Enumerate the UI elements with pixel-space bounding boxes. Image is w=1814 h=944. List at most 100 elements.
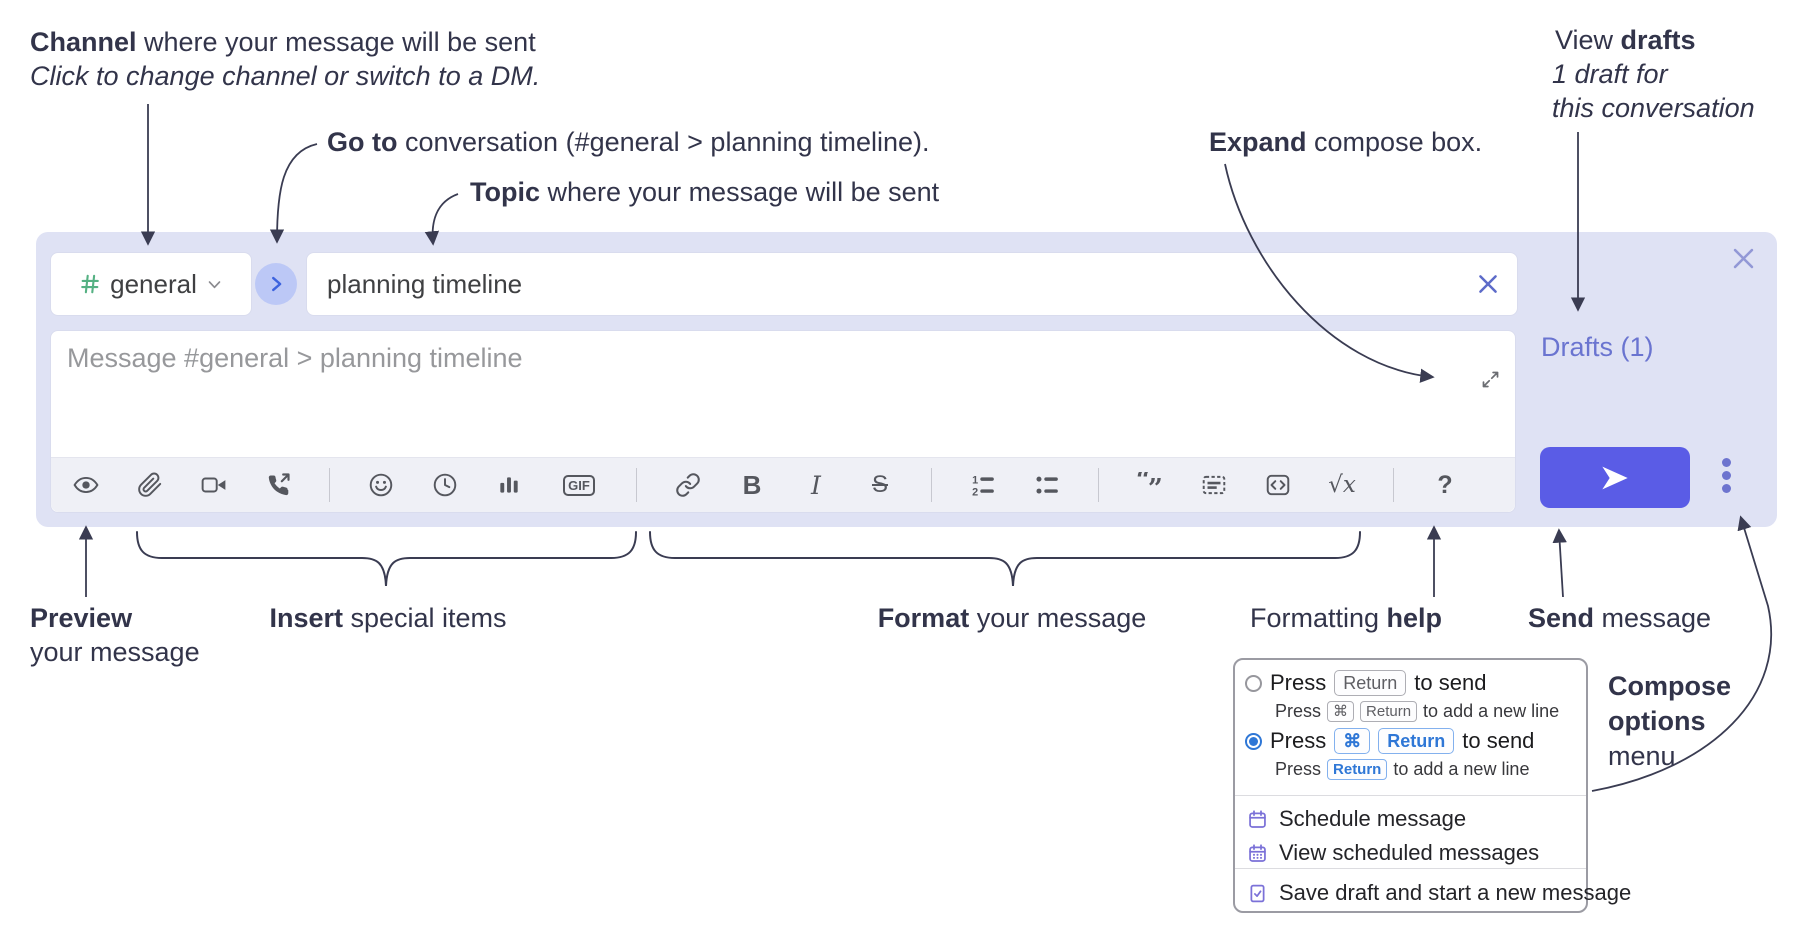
annotation-insert-bold: Insert <box>269 603 343 633</box>
annotation-send-bold: Send <box>1528 603 1595 633</box>
drafts-link[interactable]: Drafts (1) <box>1541 332 1654 362</box>
brace-format <box>649 531 1361 587</box>
radio-unselected-icon[interactable] <box>1245 674 1262 692</box>
calendar-grid-icon <box>1247 843 1268 864</box>
annotation-format-bold: Format <box>877 603 970 633</box>
annotation-topic: Topic where your message will be sent <box>470 176 939 209</box>
spoiler-icon[interactable] <box>1201 472 1227 498</box>
annotation-expand-bold: Expand <box>1209 127 1307 157</box>
svg-text:“: “ <box>1137 472 1151 495</box>
expand-compose-button[interactable] <box>1480 369 1501 390</box>
preview-icon[interactable] <box>73 472 99 498</box>
annotation-compose-options-line3: menu <box>1608 741 1676 771</box>
annotation-format-rest: your message <box>969 603 1147 633</box>
link-icon[interactable] <box>675 472 701 498</box>
menu-item-schedule-message[interactable]: Schedule message <box>1247 806 1466 832</box>
popup-divider <box>1235 868 1586 869</box>
message-box: GIF B I S 12 “” <box>50 330 1516 513</box>
topic-input[interactable] <box>307 268 1475 300</box>
go-to-conversation-button[interactable] <box>255 263 297 305</box>
toolbar-separator <box>329 468 330 502</box>
annotation-topic-bold: Topic <box>470 177 540 207</box>
svg-text:”: ” <box>1148 474 1163 498</box>
compose-options-popup: Press Return to send Press ⌘ Return to a… <box>1233 658 1631 913</box>
quote-icon[interactable]: “” <box>1137 472 1163 498</box>
annotation-topic-rest: where your message will be sent <box>540 177 940 207</box>
bulleted-list-icon[interactable] <box>1034 472 1060 498</box>
annotation-preview-bold: Preview <box>30 603 133 633</box>
option-cmd-enter-to-send-sub: Press Return to add a new line <box>1275 759 1530 780</box>
channel-selector[interactable]: general <box>50 252 252 316</box>
annotation-compose-options-line1: Compose <box>1608 671 1732 701</box>
close-compose-button[interactable] <box>1730 245 1757 272</box>
arrow-goto <box>269 143 318 244</box>
time-icon[interactable] <box>432 472 458 498</box>
annotation-send: Send message <box>1528 602 1711 635</box>
annotation-expand-rest: compose box. <box>1306 127 1483 157</box>
annotation-view-drafts-bold: drafts <box>1620 25 1696 55</box>
attach-file-icon[interactable] <box>137 472 163 498</box>
option-enter-to-send-sub: Press ⌘ Return to add a new line <box>1275 701 1560 722</box>
close-icon <box>1475 271 1501 297</box>
menu-item-view-scheduled[interactable]: View scheduled messages <box>1247 840 1539 866</box>
gif-icon[interactable]: GIF <box>560 472 598 498</box>
annotation-channel-rest: where your message will be sent <box>136 27 536 57</box>
svg-text:1: 1 <box>972 474 978 486</box>
send-button[interactable] <box>1540 447 1690 508</box>
channel-name: general <box>110 268 197 299</box>
calendar-icon <box>1247 809 1268 830</box>
toolbar-separator <box>1098 468 1099 502</box>
annotation-help-bold: help <box>1386 603 1443 633</box>
annotation-help-pre: Formatting <box>1250 603 1387 633</box>
option-cmd-enter-to-send[interactable]: Press ⌘ Return to send <box>1245 728 1534 754</box>
ellipsis-dot <box>1722 471 1731 480</box>
annotation-goto-bold: Go to <box>327 127 398 157</box>
annotation-channel-bold: Channel <box>30 27 137 57</box>
toolbar-separator <box>1393 468 1394 502</box>
annotation-channel-sub: Click to change channel or switch to a D… <box>30 61 541 91</box>
ellipsis-dot <box>1722 484 1731 493</box>
poll-icon[interactable] <box>496 472 522 498</box>
annotation-compose-options-line2: options <box>1608 706 1706 736</box>
toolbar-separator <box>931 468 932 502</box>
bold-icon[interactable]: B <box>739 470 765 500</box>
strikethrough-icon[interactable]: S <box>867 471 893 498</box>
annotation-view-drafts-line3: this conversation <box>1552 93 1755 123</box>
emoji-icon[interactable] <box>368 472 394 498</box>
compose-options-menu-button[interactable] <box>1722 458 1731 493</box>
return-key: Return <box>1334 670 1407 696</box>
return-key: Return <box>1378 728 1455 754</box>
ellipsis-dot <box>1722 458 1731 467</box>
cmd-key: ⌘ <box>1327 701 1355 722</box>
send-icon <box>1599 462 1631 494</box>
option-enter-to-send[interactable]: Press Return to send <box>1245 670 1486 696</box>
video-call-icon[interactable] <box>201 472 227 498</box>
annotation-view-drafts: View drafts <box>1555 24 1696 57</box>
message-textarea[interactable] <box>51 331 1515 459</box>
voice-call-icon[interactable] <box>265 472 291 498</box>
clear-topic-button[interactable] <box>1475 271 1501 297</box>
annotation-expand: Expand compose box. <box>1209 126 1482 159</box>
compose-box: general <box>36 232 1777 527</box>
formatting-help-icon[interactable]: ? <box>1432 471 1458 499</box>
annotation-send-rest: message <box>1594 603 1712 633</box>
menu-item-save-draft[interactable]: Save draft and start a new message <box>1247 880 1631 906</box>
popup-divider <box>1235 795 1586 796</box>
math-icon[interactable]: √x <box>1328 472 1356 498</box>
toolbar-separator <box>636 468 637 502</box>
cmd-key: ⌘ <box>1334 728 1371 754</box>
annotation-channel: Channel where your message will be sent <box>30 26 536 59</box>
annotation-insert-rest: special items <box>342 603 507 633</box>
gif-label: GIF <box>563 474 595 496</box>
svg-text:2: 2 <box>972 486 978 498</box>
annotation-preview-line2: your message <box>30 637 200 667</box>
topic-input-wrap <box>306 252 1518 316</box>
radio-selected-icon[interactable] <box>1245 732 1262 750</box>
expand-icon <box>1480 369 1501 390</box>
chevron-down-icon <box>206 276 223 293</box>
code-icon[interactable] <box>1265 472 1291 498</box>
arrow-send <box>1552 528 1567 598</box>
italic-icon[interactable]: I <box>803 471 829 500</box>
